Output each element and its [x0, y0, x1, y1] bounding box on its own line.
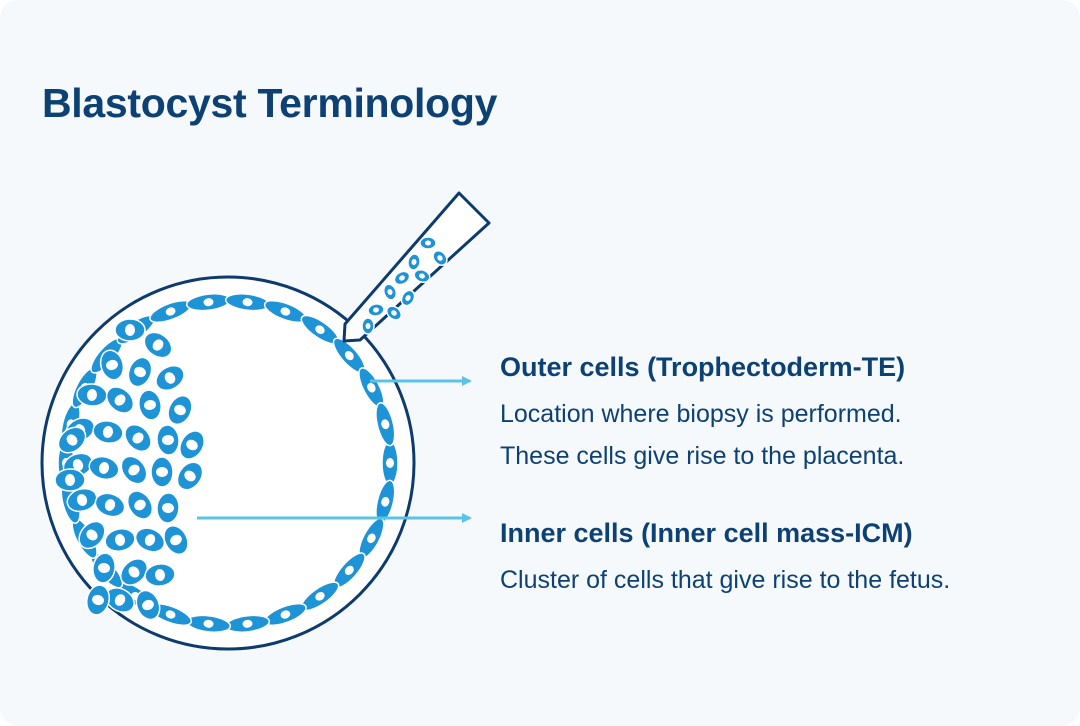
cell	[367, 303, 385, 317]
outer-cells-description-line: These cells give rise to the placenta.	[500, 442, 905, 470]
cell	[54, 468, 86, 492]
inner-cells-heading: Inner cells (Inner cell mass-ICM)	[500, 518, 913, 548]
cell	[375, 402, 396, 447]
cell	[179, 430, 205, 460]
cell	[361, 317, 375, 335]
cell	[138, 389, 162, 421]
cell	[143, 331, 173, 359]
cell	[381, 440, 399, 486]
cell	[105, 386, 135, 414]
cell	[92, 552, 116, 584]
cell	[94, 492, 126, 518]
outer-cells-description-line: Location where biopsy is performed.	[500, 400, 902, 428]
cell	[386, 305, 402, 321]
cell	[156, 492, 180, 524]
inner-cell-mass	[54, 318, 205, 621]
cell	[105, 587, 135, 613]
cell	[85, 584, 111, 616]
cell	[163, 525, 189, 555]
cell	[393, 270, 411, 286]
cell	[114, 318, 146, 342]
cell	[57, 426, 87, 454]
cell	[150, 456, 174, 488]
cell	[120, 558, 148, 586]
cell	[134, 527, 166, 553]
inner-cells-label: Inner cells (Inner cell mass-ICM) Cluste…	[500, 518, 950, 601]
cell	[135, 589, 161, 621]
cell	[144, 563, 176, 587]
page-title: Blastocyst Terminology	[42, 80, 498, 126]
outer-cells-label: Outer cells (Trophectoderm-TE) Location …	[500, 352, 905, 477]
cell	[120, 455, 148, 485]
cell	[419, 236, 437, 250]
cell	[155, 364, 185, 392]
outer-cells-heading: Outer cells (Trophectoderm-TE)	[500, 352, 906, 382]
cell	[78, 520, 106, 550]
cell	[382, 283, 398, 301]
cell	[92, 420, 124, 444]
cell	[407, 253, 421, 271]
cell	[332, 337, 366, 374]
cell	[156, 424, 180, 456]
cell	[124, 423, 152, 453]
cell	[88, 455, 120, 481]
cell	[127, 356, 153, 388]
cell	[176, 461, 204, 491]
biopsy-pipette-icon	[342, 191, 491, 343]
cell	[332, 552, 366, 589]
cell	[126, 490, 154, 520]
cell	[99, 349, 125, 381]
cell	[104, 528, 136, 552]
cell	[167, 394, 193, 426]
cell	[432, 250, 448, 266]
inner-cells-description-line: Cluster of cells that give rise to the f…	[500, 566, 951, 594]
cell	[400, 289, 416, 307]
cell	[185, 614, 232, 633]
cell	[413, 268, 431, 284]
